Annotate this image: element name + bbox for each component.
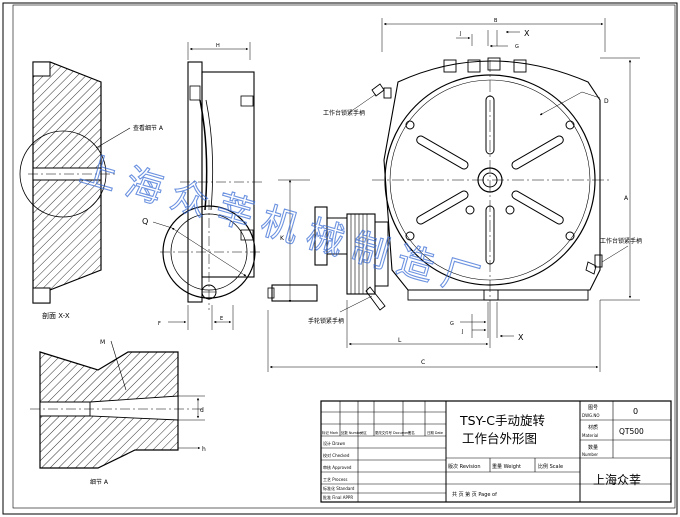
inner-frame bbox=[12, 4, 676, 509]
see-detail-a-label: 查看细节 A bbox=[133, 124, 164, 132]
svg-text:分区: 分区 bbox=[360, 430, 367, 435]
svg-text:d: d bbox=[200, 407, 204, 414]
svg-text:签名: 签名 bbox=[408, 430, 415, 435]
svg-text:h: h bbox=[202, 446, 206, 453]
svg-text:X: X bbox=[518, 333, 524, 342]
watermark-text: 上海众莘机械制造厂 bbox=[76, 147, 494, 305]
svg-text:J: J bbox=[459, 31, 461, 37]
svg-text:Number: Number bbox=[582, 452, 598, 457]
svg-text:材质: 材质 bbox=[588, 424, 598, 431]
svg-text:比例 Scale: 比例 Scale bbox=[538, 463, 563, 470]
svg-text:G: G bbox=[515, 44, 519, 50]
svg-text:重量 Weight: 重量 Weight bbox=[492, 463, 521, 470]
svg-text:数量: 数量 bbox=[588, 444, 598, 451]
handwheel-lock-handle-label: 手轮锁紧手柄 bbox=[308, 317, 344, 325]
material-value: QT500 bbox=[619, 427, 644, 436]
svg-text:L: L bbox=[398, 337, 402, 344]
svg-text:H: H bbox=[216, 43, 220, 49]
title-block bbox=[320, 400, 672, 503]
svg-text:Q: Q bbox=[142, 217, 148, 226]
svg-text:设计 Drawn: 设计 Drawn bbox=[323, 440, 346, 446]
svg-text:X: X bbox=[524, 29, 530, 38]
side-view: H Q F E bbox=[142, 42, 262, 330]
section-xx-label: 剖面 X-X bbox=[42, 311, 70, 320]
svg-text:共 页 第 页 Page of: 共 页 第 页 Page of bbox=[452, 491, 497, 498]
table-lock-handle-label-left: 工作台锁紧手柄 bbox=[323, 109, 365, 117]
svg-text:日期 Date: 日期 Date bbox=[427, 430, 443, 435]
handwheel-assembly: 手轮锁紧手柄 bbox=[267, 206, 389, 325]
svg-text:G: G bbox=[450, 321, 454, 327]
svg-text:J: J bbox=[461, 329, 463, 335]
drawing-number: 0 bbox=[633, 407, 638, 416]
svg-text:更改文件号 Document: 更改文件号 Document bbox=[375, 430, 411, 435]
svg-text:校对 Checked: 校对 Checked bbox=[323, 452, 350, 458]
drawing-title-line1: TSY-C手动旋转 bbox=[459, 413, 545, 428]
company-name: 上海众莘 bbox=[593, 472, 641, 487]
title-block-text: 标记 Mark 处数 Number 分区 更改文件号 Document 签名 日… bbox=[322, 405, 644, 500]
detail-a-label: 细节 A bbox=[90, 478, 109, 486]
front-view: B J G X bbox=[267, 18, 642, 372]
table-lock-handle-label-right: 工作台锁紧手柄 bbox=[600, 237, 642, 245]
section-xx-view: 查看细节 A 剖面 X-X bbox=[19, 61, 164, 320]
svg-text:审核 Approved: 审核 Approved bbox=[323, 464, 352, 470]
svg-text:DWG.NO: DWG.NO bbox=[582, 413, 600, 418]
svg-text:D: D bbox=[604, 98, 609, 105]
drawing-title-line2: 工作台外形图 bbox=[462, 431, 537, 446]
svg-text:K: K bbox=[280, 235, 285, 242]
svg-text:标记 Mark: 标记 Mark bbox=[322, 430, 338, 435]
svg-text:F: F bbox=[158, 321, 161, 327]
svg-text:版次 Revision: 版次 Revision bbox=[448, 463, 481, 470]
svg-text:标准化 Standard: 标准化 Standard bbox=[323, 485, 355, 491]
svg-text:M: M bbox=[100, 339, 105, 346]
svg-text:Material: Material bbox=[582, 433, 598, 438]
detail-a-view: d h M 细节 A bbox=[30, 339, 206, 486]
svg-text:图号: 图号 bbox=[588, 405, 598, 411]
svg-text:处数 Number: 处数 Number bbox=[341, 430, 363, 435]
svg-text:A: A bbox=[624, 195, 629, 202]
svg-text:批准 Final APPR: 批准 Final APPR bbox=[323, 494, 353, 500]
svg-text:工艺 Process: 工艺 Process bbox=[323, 477, 347, 482]
svg-text:B: B bbox=[494, 18, 498, 24]
svg-text:C: C bbox=[421, 359, 425, 366]
detail-a-callout-circle bbox=[19, 130, 107, 218]
svg-text:E: E bbox=[220, 316, 223, 322]
